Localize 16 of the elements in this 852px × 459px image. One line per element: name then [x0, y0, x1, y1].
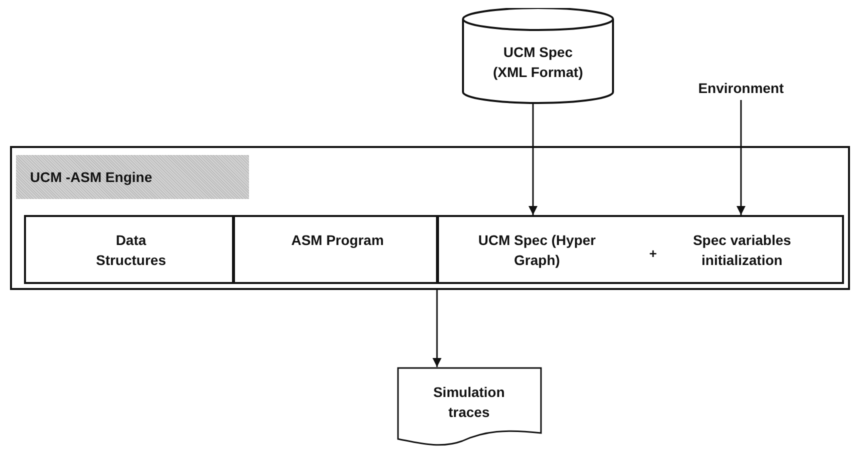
node-label: Simulation traces [432, 383, 506, 422]
arrow [432, 290, 442, 367]
plus-sign: + [648, 245, 658, 263]
input-label: Environment [697, 79, 785, 98]
component-cell [437, 215, 844, 284]
node-label: UCM Spec (Hyper Graph) [477, 231, 597, 270]
node-label: ASM Program [290, 231, 385, 250]
node-label: UCM Spec (XML Format) [492, 43, 584, 82]
arrow [528, 104, 538, 215]
node-label: Spec variables initialization [692, 231, 792, 270]
arrow [736, 100, 746, 215]
component-cell [24, 215, 234, 284]
engine-frame [10, 146, 850, 290]
section-heading: UCM -ASM Engine [16, 155, 249, 199]
node-label: Data Structures [94, 231, 168, 270]
component-cell [233, 215, 438, 284]
